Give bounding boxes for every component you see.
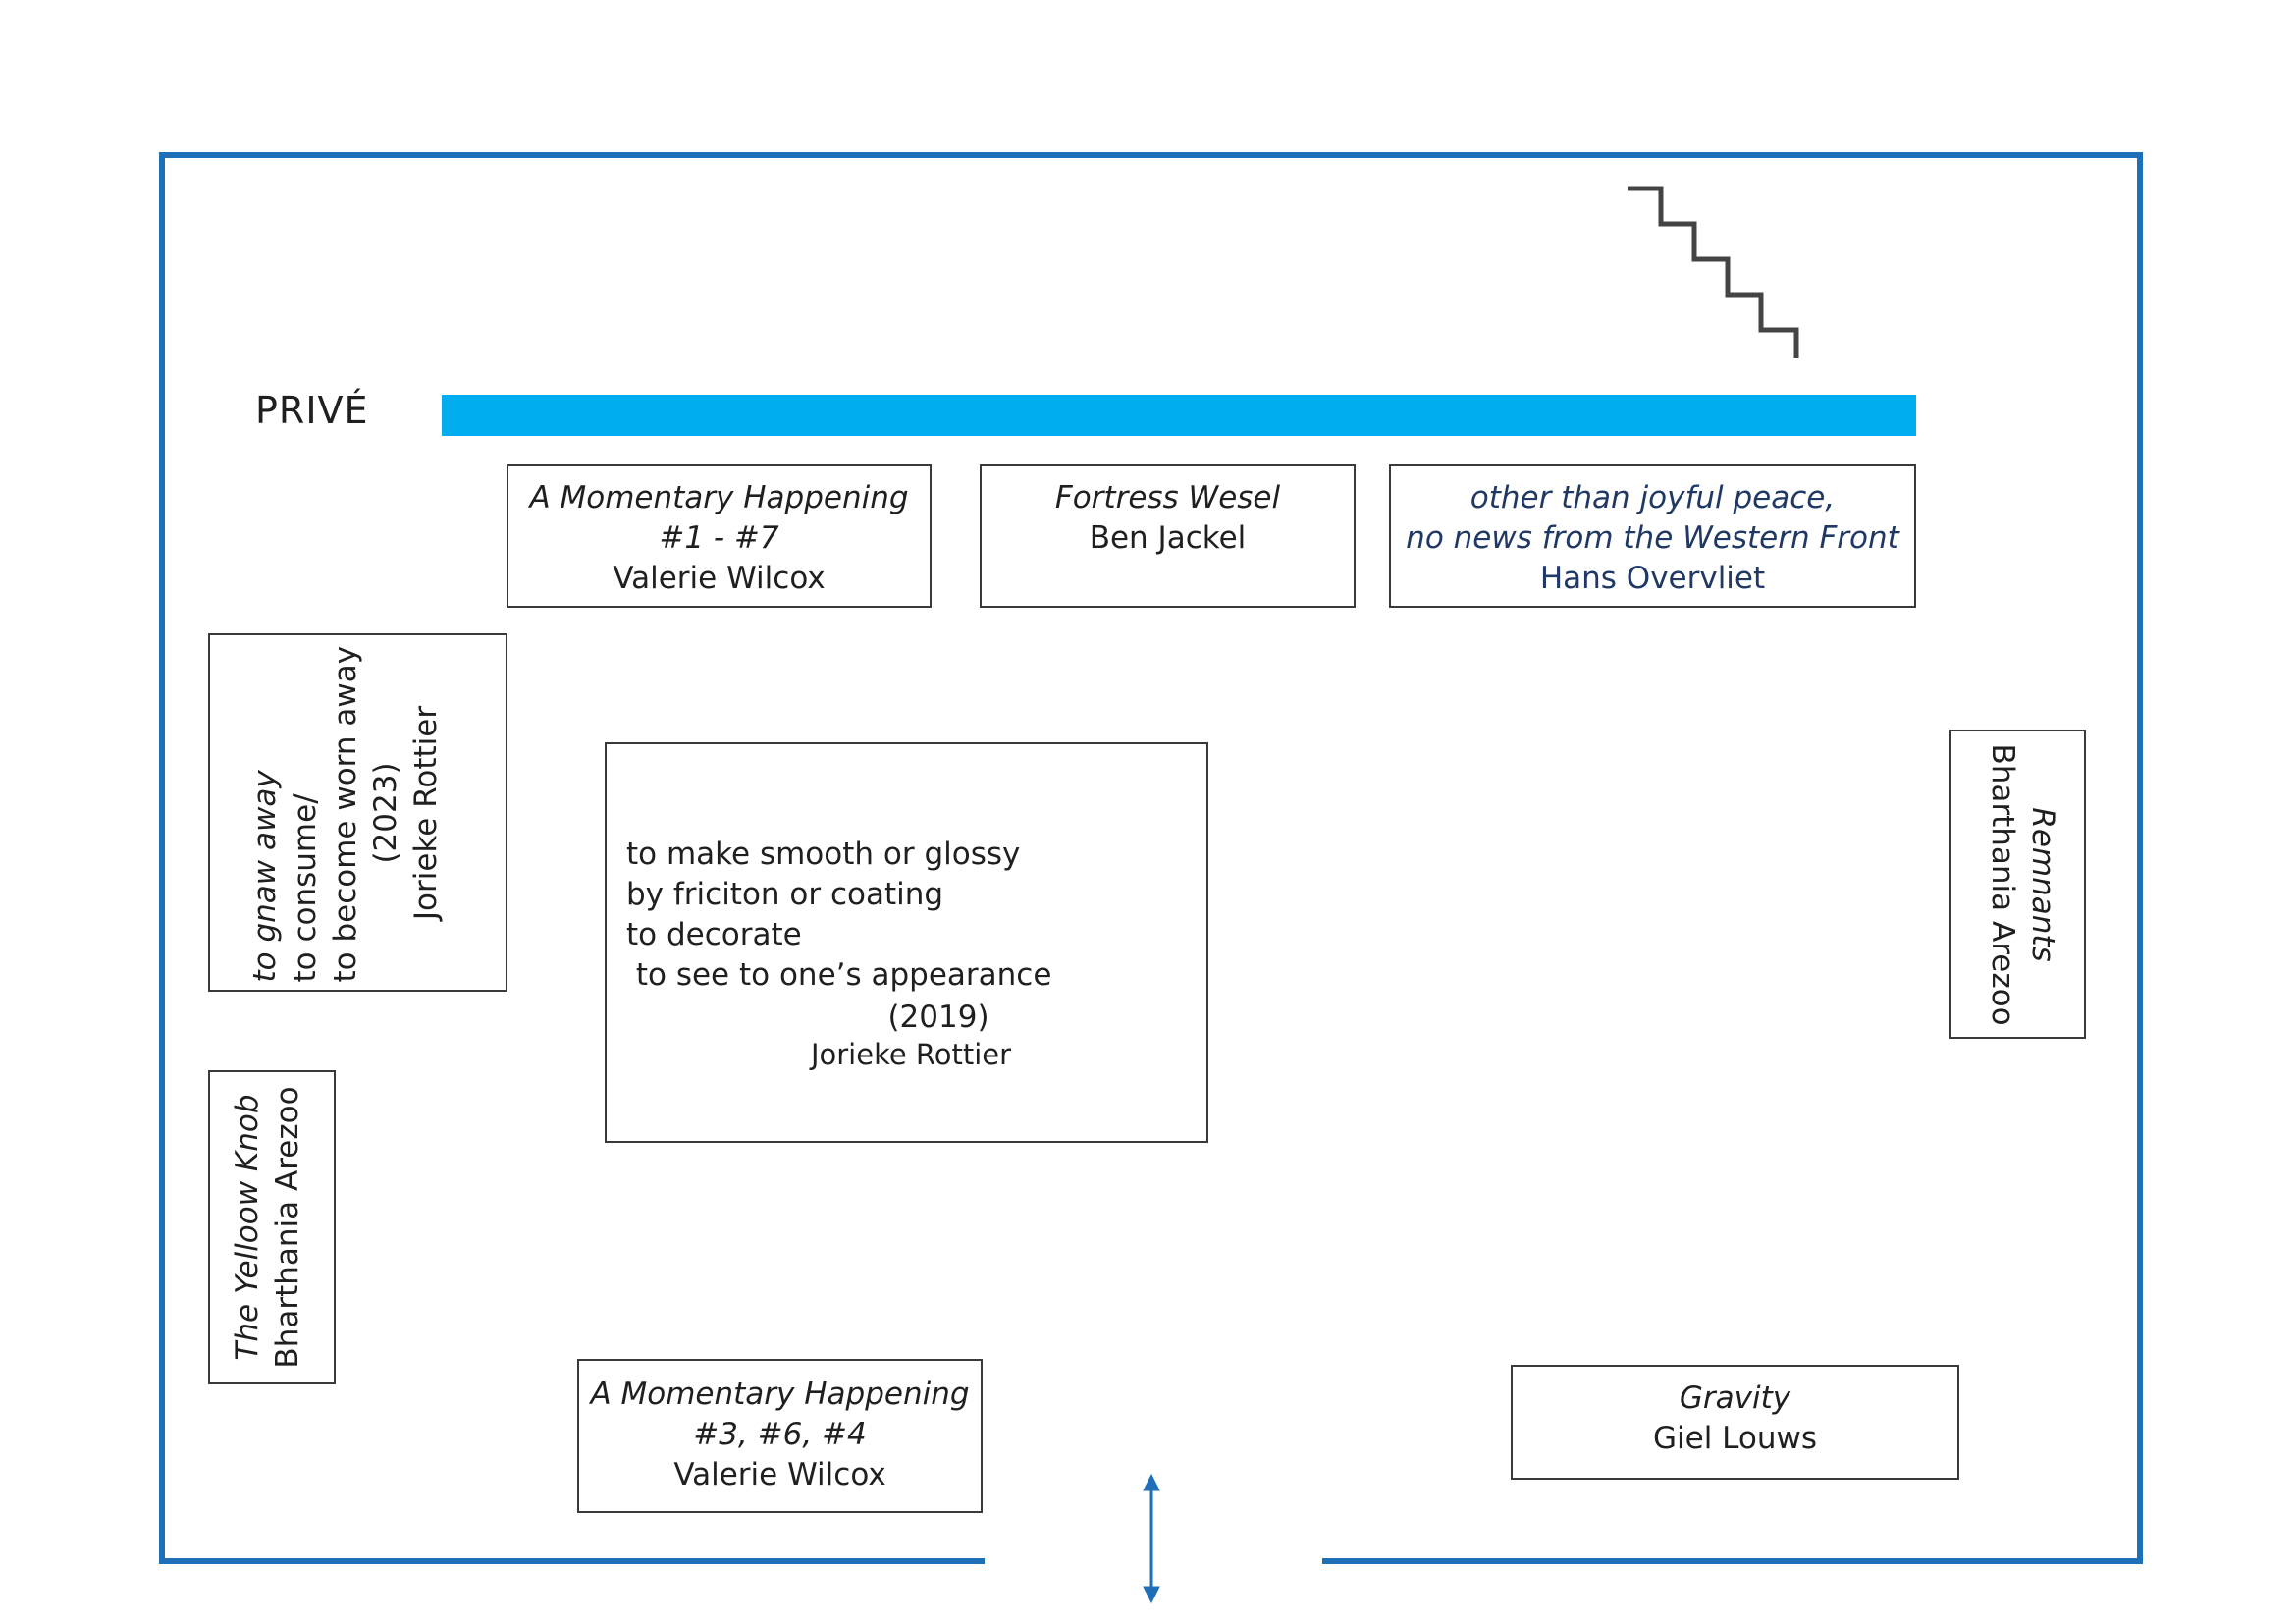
- artwork-title-line-1: other than joyful peace,: [1469, 480, 1836, 515]
- artwork-to-gnaw-away[interactable]: to gnaw away to consume/ to become worn …: [208, 633, 507, 992]
- wall-outline: [159, 152, 2143, 1564]
- artwork-fortress-wesel[interactable]: Fortress Wesel Ben Jackel: [980, 464, 1356, 608]
- artist-name: Giel Louws: [1652, 1421, 1818, 1456]
- private-label: PRIVÉ: [255, 389, 369, 432]
- artwork-title: Remnants: [2024, 806, 2060, 962]
- artwork-title-line-2: to consume/: [287, 792, 323, 982]
- artwork-gravity[interactable]: Gravity Giel Louws: [1511, 1365, 1959, 1480]
- artist-name: Valerie Wilcox: [673, 1457, 886, 1492]
- artwork-text-line-1: to make smooth or glossy: [626, 837, 1021, 872]
- artwork-title-line-3: to become worn away: [327, 645, 363, 982]
- artist-name: Jorieke Rottier: [407, 705, 444, 920]
- artwork-title-line-2: no news from the Western Front: [1406, 520, 1899, 556]
- stairs-icon: [1628, 186, 1799, 358]
- double-arrow-icon: [1143, 1473, 1160, 1604]
- artwork-numbers: #1 - #7: [659, 520, 779, 556]
- artwork-other-than-joyful-peace[interactable]: other than joyful peace, no news from th…: [1389, 464, 1916, 608]
- artwork-to-make-smooth-or-glossy[interactable]: to make smooth or glossy by friciton or …: [605, 742, 1208, 1143]
- artwork-numbers: #3, #6, #4: [693, 1417, 867, 1452]
- artwork-title: Gravity: [1679, 1380, 1791, 1416]
- artwork-year: (2023): [367, 761, 403, 864]
- artwork-title-line-1: to gnaw away: [246, 769, 283, 982]
- artwork-text-line-4: to see to one’s appearance: [626, 957, 1052, 993]
- private-area-bar: [442, 395, 1916, 436]
- artwork-remnants[interactable]: Remnants Bharthania Arezoo: [1949, 730, 2086, 1039]
- artwork-year: (2019): [887, 1000, 989, 1035]
- artwork-the-yelloow-knob[interactable]: The Yelloow Knob Bharthania Arezoo: [208, 1070, 336, 1384]
- artwork-a-momentary-happening-bottom[interactable]: A Momentary Happening #3, #6, #4 Valerie…: [577, 1359, 983, 1513]
- artist-name: Valerie Wilcox: [613, 561, 826, 596]
- artwork-a-momentary-happening-top[interactable]: A Momentary Happening #1 - #7 Valerie Wi…: [507, 464, 932, 608]
- artwork-text-line-3: to decorate: [626, 917, 802, 952]
- gallery-walls: [159, 152, 2143, 1564]
- artwork-text-line-2: by friciton or coating: [626, 877, 944, 912]
- artist-name: Bharthania Arezoo: [270, 1086, 305, 1369]
- artwork-title: Fortress Wesel: [1054, 480, 1281, 515]
- artist-name: Bharthania Arezoo: [1984, 742, 2020, 1026]
- artwork-title: A Momentary Happening: [529, 480, 909, 515]
- artist-name: Jorieke Rottier: [810, 1038, 1012, 1071]
- artwork-title: A Momentary Happening: [590, 1377, 970, 1412]
- artwork-title: The Yelloow Knob: [230, 1094, 265, 1361]
- artist-name: Hans Overvliet: [1539, 561, 1766, 596]
- artist-name: Ben Jackel: [1089, 520, 1247, 556]
